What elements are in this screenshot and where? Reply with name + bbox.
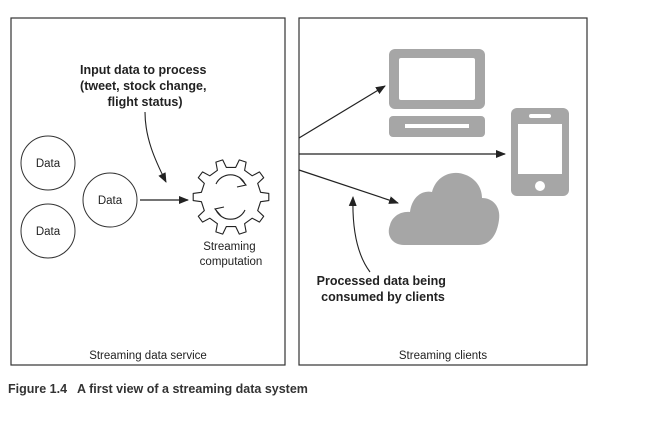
figure-caption: Figure 1.4 A first view of a streaming da…: [8, 382, 308, 396]
streaming-clients-panel: [298, 17, 588, 366]
cloud-icon: [388, 172, 500, 245]
input-annotation-arrow: [144, 111, 167, 183]
streaming-data-service-panel: [10, 17, 286, 366]
mobile-phone-icon: [511, 108, 569, 196]
figure-title: A first view of a streaming data system: [77, 382, 308, 396]
data-label: Data: [36, 226, 61, 238]
to-cloud-arrow: [298, 169, 399, 204]
data-label: Data: [36, 158, 61, 170]
output-annotation: Processed data being consumed by clients: [317, 274, 450, 304]
data-circle-2: Data: [82, 172, 138, 228]
desktop-computer-icon: [389, 49, 485, 137]
input-annotation: Input data to process (tweet, stock chan…: [80, 63, 210, 109]
gear-icon: [192, 159, 270, 235]
to-desktop-arrow: [298, 85, 386, 139]
streaming-clients-label: Streaming clients: [399, 350, 487, 362]
data-label: Data: [98, 195, 123, 207]
output-annotation-arrow: [348, 196, 371, 273]
streaming-computation-label: Streaming computation: [200, 241, 263, 268]
streaming-data-service-label: Streaming data service: [89, 350, 207, 362]
data-circle-1: Data: [20, 135, 76, 191]
figure-number: Figure 1.4: [8, 382, 68, 396]
data-circle-3: Data: [20, 203, 76, 259]
